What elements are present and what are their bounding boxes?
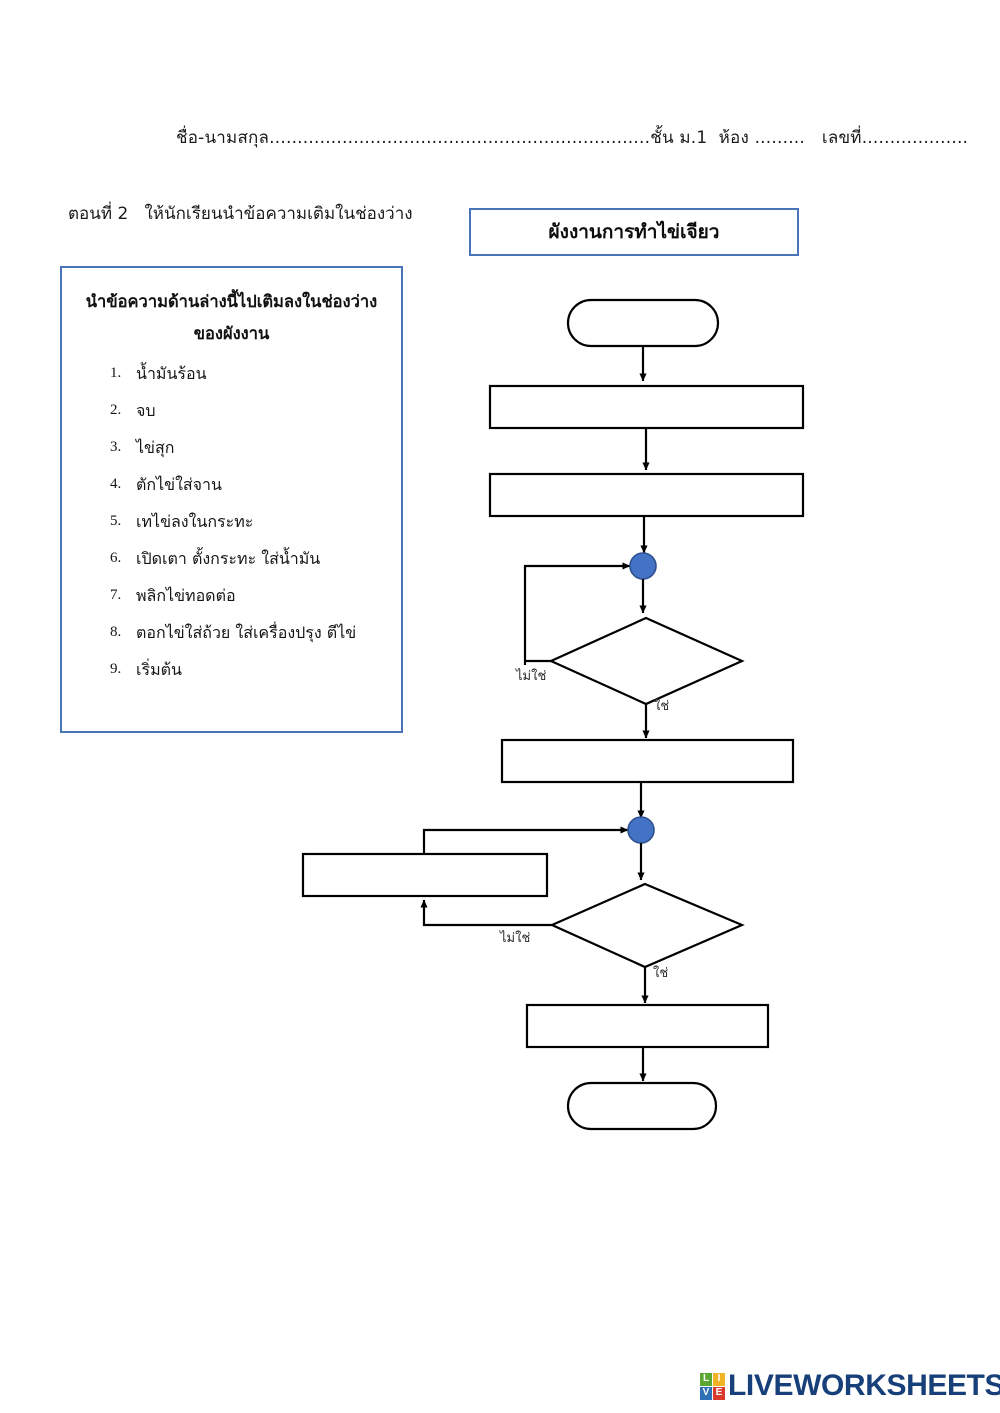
- edge-label-decision2-no: ไม่ใช่: [499, 930, 530, 946]
- flowchart-title: ผังงานการทำไข่เจียว: [548, 221, 720, 243]
- word-bank-box: นำข้อความด้านล่างนี้ไปเติมลงในช่องว่าง ข…: [60, 266, 403, 733]
- logo-tile-l: L: [700, 1372, 712, 1386]
- list-item-label: เทไข่ลงในกระทะ: [136, 512, 254, 532]
- list-item-label: ตักไข่ใส่จาน: [136, 475, 222, 495]
- flowchart-node-process4[interactable]: [301, 852, 549, 898]
- list-item-label: ตอกไข่ใส่ถ้วย ใส่เครื่องปรุง ตีไข่: [136, 623, 357, 643]
- name-blank-dots: ........................................…: [269, 128, 651, 148]
- flowchart-node-process1[interactable]: [488, 384, 805, 430]
- word-bank-title-line1: นำข้อความด้านล่างนี้ไปเติมลงในช่องว่าง: [85, 292, 378, 311]
- list-item[interactable]: 1. น้ำมันร้อน: [62, 366, 401, 382]
- list-item[interactable]: 2. จบ: [62, 403, 401, 419]
- edge-process4-loopback: [422, 826, 629, 854]
- room-label: ห้อง: [718, 128, 749, 148]
- list-item[interactable]: 5. เทไข่ลงในกระทะ: [62, 514, 401, 530]
- list-item[interactable]: 6. เปิดเตา ตั้งกระทะ ใส่น้ำมัน: [62, 551, 401, 567]
- flowchart-node-start[interactable]: [566, 298, 720, 348]
- flowchart-node-decision1[interactable]: [548, 616, 745, 706]
- list-item-label: น้ำมันร้อน: [136, 364, 207, 384]
- edge-label-decision2-yes: ใช่: [653, 965, 668, 981]
- logo-tile-e: E: [713, 1386, 725, 1400]
- number-blank-dots: ...................: [861, 128, 969, 148]
- class-label: ชั้น ม.1: [650, 128, 708, 148]
- list-item[interactable]: 3. ไข่สุก: [62, 440, 401, 456]
- flowchart-node-process3[interactable]: [500, 738, 795, 784]
- list-item-number: 3.: [110, 439, 122, 456]
- student-info-line: ชื่อ-นามสกุล............................…: [176, 124, 968, 151]
- list-item[interactable]: 9. เริ่มต้น: [62, 662, 401, 678]
- list-item-label: เปิดเตา ตั้งกระทะ ใส่น้ำมัน: [136, 549, 321, 569]
- room-blank-dots: .........: [754, 128, 806, 148]
- list-item[interactable]: 4. ตักไข่ใส่จาน: [62, 477, 401, 493]
- list-item-number: 9.: [110, 661, 122, 678]
- list-item-number: 6.: [110, 550, 122, 567]
- list-item[interactable]: 7. พลิกไข่ทอดต่อ: [62, 588, 401, 604]
- list-item-label: ไข่สุก: [136, 438, 175, 458]
- word-bank-title: นำข้อความด้านล่างนี้ไปเติมลงในช่องว่าง ข…: [62, 286, 401, 350]
- liveworksheets-logo-tiles: L I V E: [700, 1372, 725, 1400]
- edge-label-decision1-yes: ใช่: [654, 698, 669, 714]
- flowchart-node-process2[interactable]: [488, 472, 805, 518]
- list-item[interactable]: 8. ตอกไข่ใส่ถ้วย ใส่เครื่องปรุง ตีไข่: [62, 625, 401, 641]
- flowchart-title-box: ผังงานการทำไข่เจียว: [469, 208, 799, 256]
- logo-tile-v: V: [700, 1386, 712, 1400]
- list-item-label: พลิกไข่ทอดต่อ: [136, 586, 236, 606]
- list-item-label: จบ: [136, 401, 156, 421]
- list-item-number: 7.: [110, 587, 122, 604]
- list-item-number: 8.: [110, 624, 122, 641]
- edge-label-decision1-no: ไม่ใช่: [515, 668, 546, 684]
- list-item-number: 4.: [110, 476, 122, 493]
- liveworksheets-logo: L I V E LIVEWORKSHEETS: [700, 1368, 1000, 1404]
- edge-decision1-no-loopback: [523, 562, 631, 665]
- number-label: เลขที่: [821, 128, 862, 148]
- word-bank-title-line2: ของผังงาน: [193, 324, 270, 344]
- edge-decision2-no: [420, 899, 552, 927]
- flowchart-node-connector2[interactable]: [627, 816, 655, 844]
- list-item-label: เริ่มต้น: [136, 660, 182, 680]
- list-item-number: 5.: [110, 513, 122, 530]
- word-bank-list: 1. น้ำมันร้อน 2. จบ 3. ไข่สุก 4. ตักไข่ใส่จา…: [62, 366, 401, 678]
- flowchart-node-end[interactable]: [566, 1081, 718, 1131]
- liveworksheets-wordmark: LIVEWORKSHEETS: [728, 1369, 1000, 1402]
- section-instruction: ตอนที่ 2 ให้นักเรียนนำข้อความเติมในช่องว…: [68, 204, 413, 224]
- flowchart-node-connector1[interactable]: [629, 552, 657, 580]
- list-item-number: 2.: [110, 402, 122, 419]
- name-label: ชื่อ-นามสกุล: [176, 128, 270, 148]
- list-item-number: 1.: [110, 365, 122, 382]
- flowchart-node-process5[interactable]: [525, 1003, 770, 1049]
- flowchart-node-decision2[interactable]: [549, 882, 745, 969]
- logo-tile-i: I: [713, 1372, 725, 1386]
